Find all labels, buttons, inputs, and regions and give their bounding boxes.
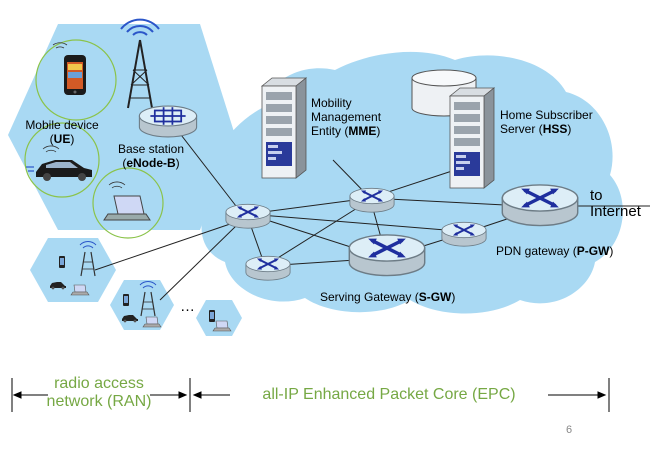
- ue-label: Mobile device (UE): [22, 118, 102, 146]
- pgw-label-close: ): [609, 244, 614, 258]
- ue-label-bold: UE: [53, 132, 71, 146]
- hss-label-line2: Server (: [500, 122, 543, 136]
- ue-label-close: ): [70, 132, 75, 146]
- core-router-icon: [348, 187, 396, 214]
- ellipsis-label: …: [180, 298, 195, 315]
- sgw-label: Serving Gateway (S-GW): [320, 290, 455, 304]
- ran-caption-line2: network (RAN): [46, 393, 152, 410]
- page-number-text: 6: [566, 424, 573, 436]
- sgw-left-router-icon: [244, 255, 292, 282]
- epc-caption: all-IP Enhanced Packet Core (EPC): [232, 386, 546, 404]
- mme-label-line3: Entity (: [311, 124, 349, 138]
- ue-coverage-circle: [92, 167, 164, 239]
- ellipsis-text: …: [180, 298, 195, 315]
- ue-coverage-circle: [24, 122, 100, 198]
- ue-label-line1: Mobile device: [25, 118, 99, 132]
- to-label: to: [590, 187, 603, 204]
- pgw-side-router-icon: [440, 221, 488, 248]
- pgw-label-text: PDN gateway (: [496, 244, 577, 258]
- pgw-label: PDN gateway (P-GW): [496, 244, 613, 258]
- ue-coverage-circle: [35, 39, 117, 121]
- epc-cloud: [201, 51, 623, 314]
- enodeb-router-icon: [138, 105, 198, 138]
- base-station-label-close: ): [175, 156, 180, 170]
- ran-cell-hexagon: [196, 300, 242, 336]
- epc-range-arrow: [192, 378, 610, 412]
- sgw-label-text: Serving Gateway (: [320, 290, 419, 304]
- pgw-router-icon: [500, 183, 580, 228]
- hss-label-bold: HSS: [542, 122, 568, 136]
- ran-cell-hexagon: [110, 280, 174, 330]
- ran-caption: radio access network (RAN): [40, 375, 158, 411]
- base-station-label: Base station (eNode-B): [112, 142, 190, 170]
- sgw-label-close: ): [451, 290, 456, 304]
- hss-server-icon: [449, 87, 495, 189]
- epc-caption-text: all-IP Enhanced Packet Core (EPC): [262, 386, 516, 403]
- sgw-label-bold: S-GW: [418, 290, 452, 304]
- ran-range-arrow: [11, 378, 191, 412]
- base-station-label-open: (: [122, 156, 127, 170]
- sgw-router-icon: [347, 233, 427, 278]
- base-station-label-line1: Base station: [117, 142, 185, 156]
- laptop-icon: [103, 181, 151, 221]
- pgw-label-bold: P-GW: [576, 244, 610, 258]
- hss-label: Home Subscriber Server (HSS): [500, 108, 593, 136]
- hss-label-line1: Home Subscriber: [500, 108, 593, 122]
- ran-caption-line1: radio access: [54, 375, 144, 392]
- base-station-antenna: [120, 18, 160, 109]
- hss-label-close: ): [567, 122, 572, 136]
- to-internet-label: to Internet: [590, 188, 641, 220]
- mme-label-bold: MME: [348, 124, 377, 138]
- base-station-label-bold: eNode-B: [126, 156, 176, 170]
- mme-label-close: ): [376, 124, 381, 138]
- ran-epc-router-icon: [224, 203, 272, 230]
- ue-label-open: (: [49, 132, 54, 146]
- page-number: 6: [566, 424, 572, 436]
- mme-label: Mobility Management Entity (MME): [311, 96, 381, 138]
- mme-server-icon: [261, 77, 307, 179]
- car-icon: [26, 145, 92, 181]
- internet-label: Internet: [590, 203, 641, 220]
- mme-label-line1: Mobility: [311, 96, 352, 110]
- smartphone-icon: [52, 42, 86, 95]
- mme-label-line2: Management: [311, 110, 382, 124]
